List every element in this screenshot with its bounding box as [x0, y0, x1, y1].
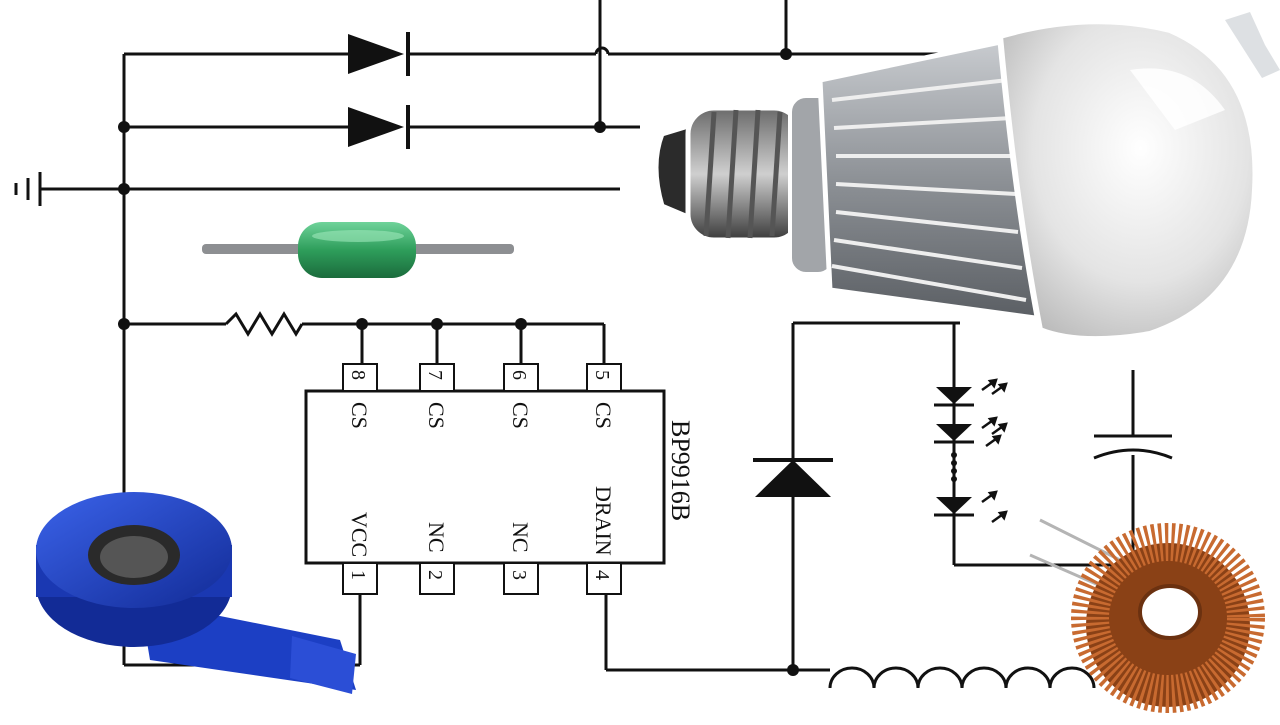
led-3 — [934, 497, 974, 517]
pin-3-number: 3 — [508, 570, 530, 580]
pin-1-number: 1 — [347, 570, 369, 580]
light-emission-arrows — [981, 378, 1008, 524]
ic-part-number: BP9916B — [666, 420, 695, 521]
pin-1-label: VCC — [347, 512, 372, 557]
led-1 — [934, 387, 974, 407]
pin-5-number: 5 — [591, 370, 613, 380]
capacitor-symbol — [1093, 434, 1173, 460]
junction-dots — [118, 48, 799, 676]
pin-6-number: 6 — [508, 370, 530, 380]
freewheel-diode — [753, 458, 833, 497]
ground-symbol — [14, 172, 42, 206]
led-bulb-photo — [653, 12, 1280, 343]
blue-tape-photo — [36, 492, 356, 694]
pin-7-label: CS — [424, 402, 449, 429]
pin-5-label: CS — [591, 402, 616, 429]
pin-4: 4 DRAIN — [586, 486, 622, 595]
pin-8-label: CS — [347, 402, 372, 429]
diode-2 — [348, 105, 410, 149]
ic-top-pins: 8 CS 7 CS 6 CS 5 CS — [342, 363, 622, 429]
pin-7-number: 7 — [424, 370, 446, 380]
pin-4-number: 4 — [591, 570, 613, 580]
copper-toroid-photo — [1029, 518, 1265, 713]
resistor-symbol — [224, 311, 304, 337]
pin-5: 5 CS — [586, 363, 622, 429]
pin-8: 8 CS — [342, 363, 378, 429]
pin-7: 7 CS — [419, 363, 455, 429]
pin-3-label: NC — [508, 522, 533, 553]
green-resistor-photo — [202, 222, 514, 278]
led-2 — [934, 424, 974, 444]
pin-1: 1 VCC — [342, 512, 378, 595]
pin-4-label: DRAIN — [591, 486, 616, 556]
inductor-coil-symbol — [828, 666, 1096, 689]
pin-8-number: 8 — [347, 370, 369, 380]
pin-2-number: 2 — [424, 570, 446, 580]
diode-1 — [348, 32, 410, 76]
pin-2: 2 NC — [419, 522, 455, 595]
ic-bottom-pins: 1 VCC 2 NC 3 NC 4 DRAIN — [342, 486, 622, 595]
pin-3: 3 NC — [503, 522, 539, 595]
led-dots — [951, 452, 957, 482]
led-string — [934, 378, 1008, 524]
pin-6-label: CS — [508, 402, 533, 429]
pin-2-label: NC — [424, 522, 449, 553]
pin-6: 6 CS — [503, 363, 539, 429]
ic-chip: BP9916B — [304, 389, 695, 565]
